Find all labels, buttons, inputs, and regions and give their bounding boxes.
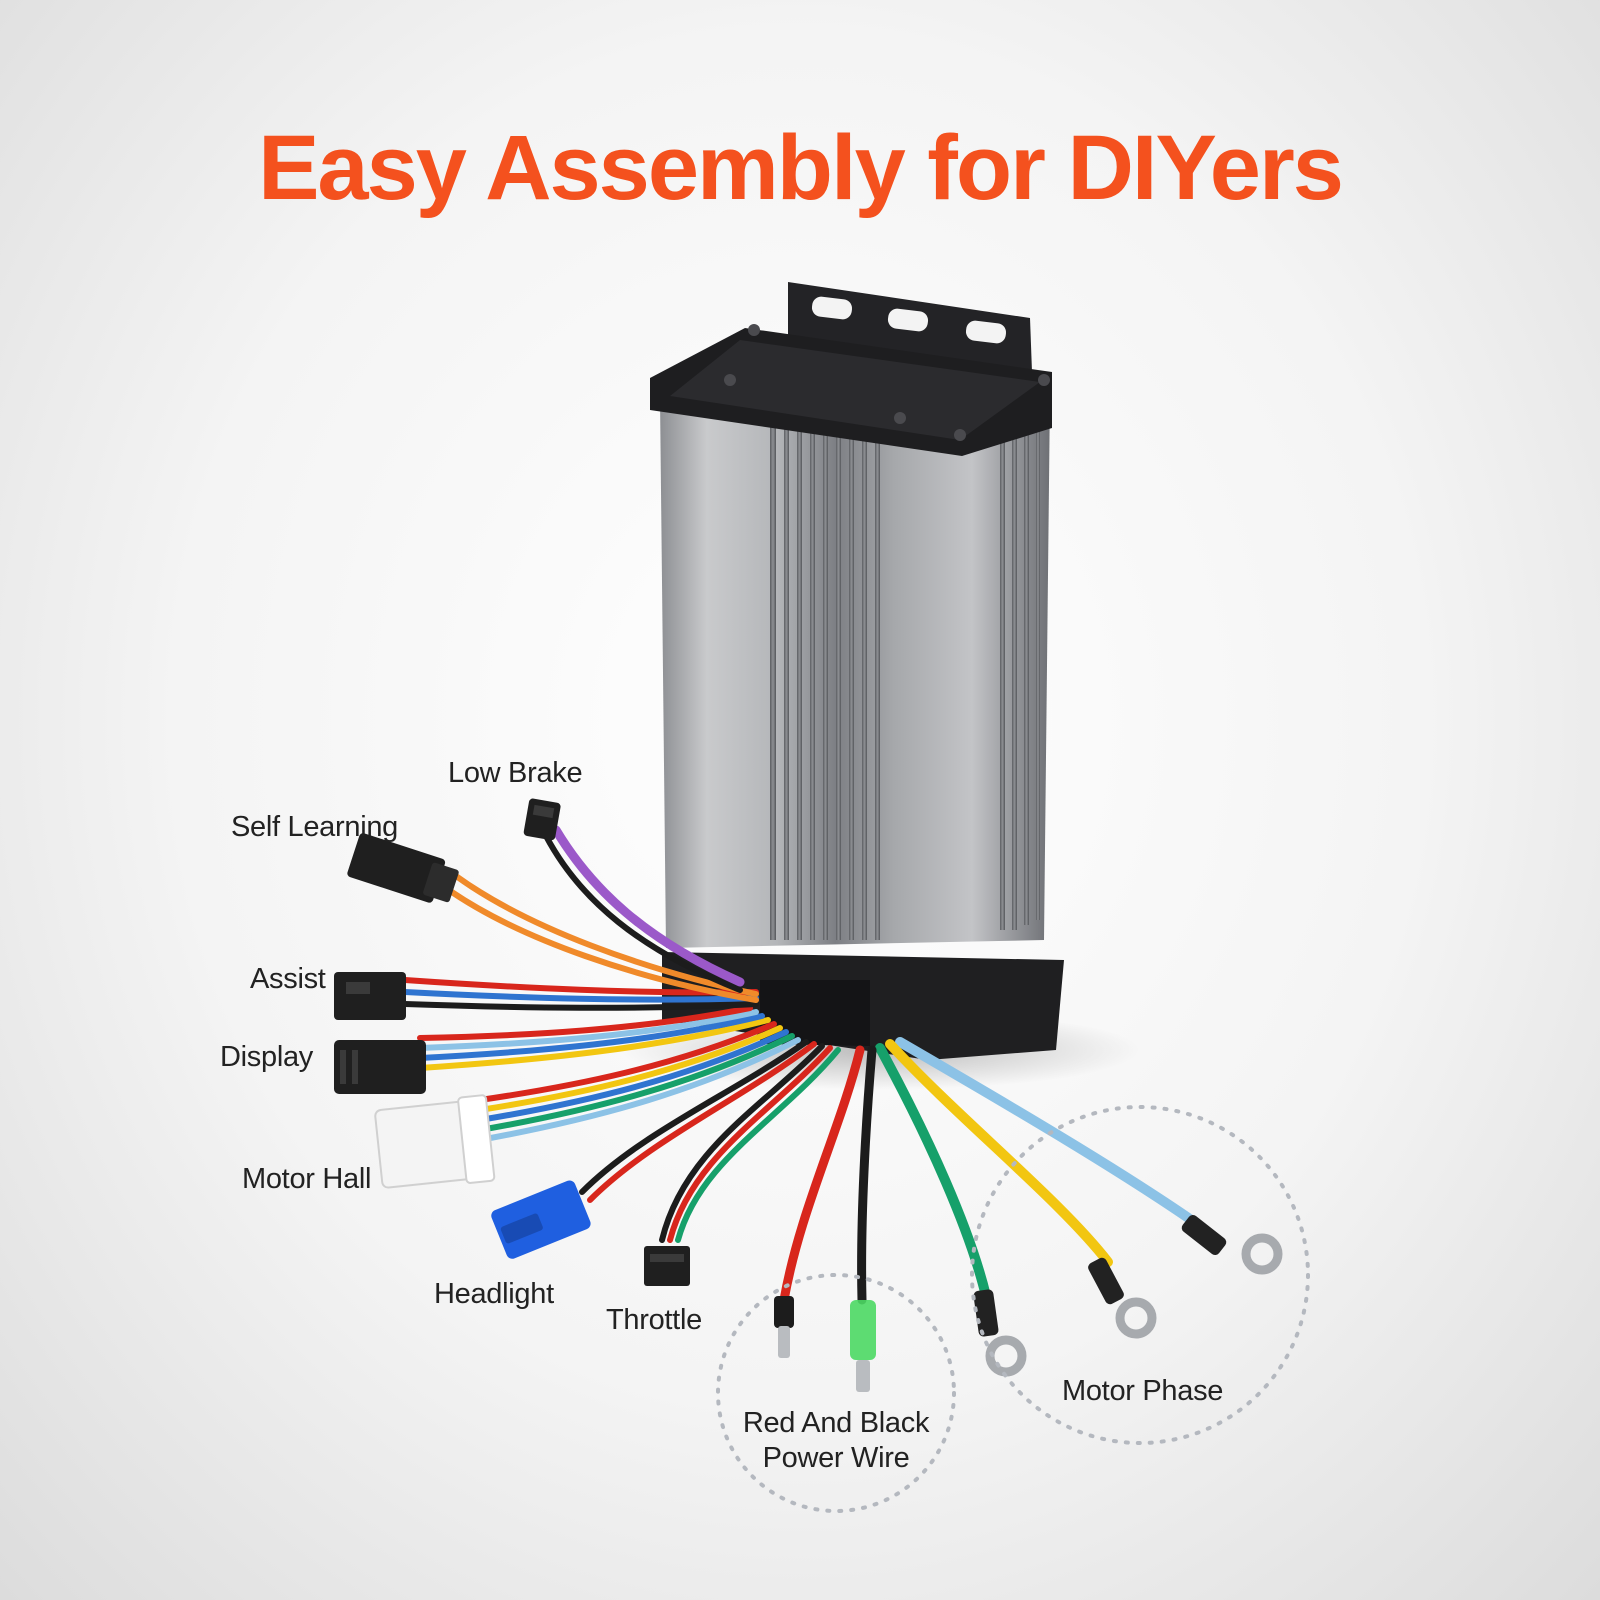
label-assist: Assist: [250, 963, 326, 995]
throttle-connector-icon: [644, 1246, 690, 1286]
label-self-learning: Self Learning: [231, 811, 398, 843]
ring-terminal-icon: [973, 1289, 1027, 1377]
cap-screws: [724, 324, 1050, 441]
mounting-bracket: [788, 282, 1032, 372]
wire-phase-lightblue: [895, 1037, 1205, 1231]
assist-connector-icon: [334, 972, 406, 1020]
label-low-brake: Low Brake: [448, 757, 583, 789]
label-headlight: Headlight: [434, 1278, 554, 1310]
label-display: Display: [220, 1041, 313, 1073]
self-learning-connector-icon: [347, 833, 459, 903]
low-brake-connector-icon: [523, 798, 561, 841]
label-motor-phase: Motor Phase: [1062, 1375, 1224, 1407]
page-title: Easy Assembly for DIYers: [258, 117, 1344, 219]
label-power-wire: Red And Black Power Wire: [742, 1406, 930, 1476]
controller-casing: [650, 324, 1064, 1060]
display-connector-icon: [334, 1040, 426, 1094]
label-power-wire-line2: Power Wire: [762, 1441, 910, 1474]
ring-terminal-icon: [1181, 1214, 1283, 1275]
motor-hall-connector-icon: [374, 1094, 496, 1189]
group-circles: [716, 1105, 1310, 1513]
label-throttle: Throttle: [606, 1304, 702, 1336]
label-motor-hall: Motor Hall: [242, 1163, 372, 1195]
wire-phase-yellow: [885, 1039, 1113, 1267]
power-red-bullet-icon: [774, 1296, 794, 1358]
wire-phase-green: [875, 1043, 991, 1301]
label-power-wire-line1: Red And Black: [742, 1407, 930, 1439]
wire-power-black: [857, 1045, 877, 1305]
wire-power-red: [779, 1045, 865, 1305]
connectors: [334, 798, 1283, 1392]
ring-terminal-icon: [1088, 1257, 1157, 1339]
heatsink-fins: [770, 420, 1040, 940]
power-wire-group-circle: [716, 1273, 956, 1513]
power-green-bullet-icon: [850, 1300, 876, 1392]
headlight-connector-icon: [491, 1180, 591, 1259]
wire-bundle: [402, 825, 1205, 1305]
motor-phase-group-circle: [970, 1105, 1310, 1445]
